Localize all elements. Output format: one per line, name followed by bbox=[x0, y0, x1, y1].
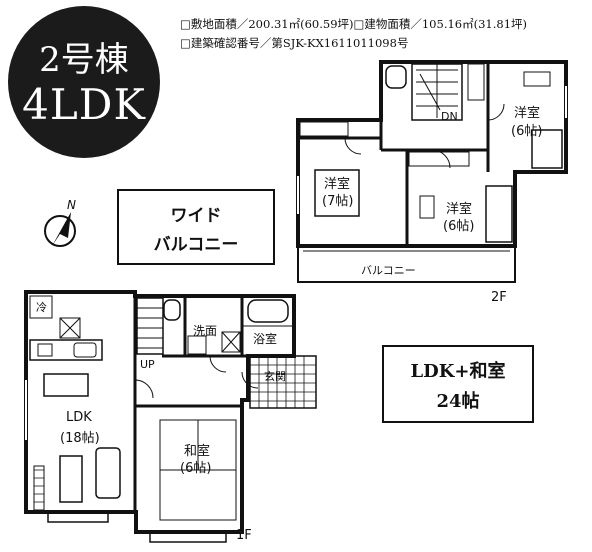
floor-2-room-2-name: 洋室 bbox=[446, 202, 473, 217]
floor-2-room-3-name: 洋室 bbox=[514, 106, 541, 121]
area-info-line: □敷地面積／200.31㎡(60.59坪)□建物面積／105.16㎡(31.81… bbox=[180, 17, 527, 31]
floor-2-room-1-size: (7帖) bbox=[322, 194, 354, 209]
wide-balcony-label: ワイド バルコニー bbox=[117, 189, 275, 265]
washitsu-name: 和室 bbox=[184, 444, 211, 459]
floor-1-plan bbox=[24, 290, 317, 543]
north-arrow-icon bbox=[44, 212, 76, 247]
permit-info-line: □建築確認番号／第SJK-KX1611011098号 bbox=[180, 36, 409, 50]
badge-layout-type: 4LDK bbox=[22, 80, 146, 129]
floor-2-plan bbox=[296, 60, 568, 283]
ldk-washitsu-label: LDK+和室 24帖 bbox=[382, 345, 534, 423]
house-type-badge: 2号棟 4LDK bbox=[8, 6, 160, 158]
ldk-size: (18帖) bbox=[60, 431, 100, 446]
washitsu-size: (6帖) bbox=[180, 461, 212, 476]
stair-up-label: UP bbox=[140, 358, 155, 371]
stair-down-label: DN bbox=[441, 110, 458, 123]
floor-2-room-2-size: (6帖) bbox=[443, 219, 475, 234]
ldk-name: LDK bbox=[66, 410, 92, 425]
bathroom-label: 浴室 bbox=[253, 332, 278, 346]
floor-2-label: 2F bbox=[491, 290, 507, 305]
floor-2-room-3-size: (6帖) bbox=[511, 124, 543, 139]
floor-1-label: 1F bbox=[236, 528, 252, 543]
fridge-label: 冷 bbox=[36, 301, 47, 314]
entrance-label: 玄関 bbox=[264, 370, 286, 383]
washroom-label: 洗面 bbox=[193, 324, 218, 338]
floor-2-balcony-label: バルコニー bbox=[361, 264, 416, 277]
badge-building-number: 2号棟 bbox=[39, 40, 129, 80]
floor-2-room-1-name: 洋室 bbox=[324, 177, 351, 192]
compass-label: N bbox=[67, 198, 76, 212]
